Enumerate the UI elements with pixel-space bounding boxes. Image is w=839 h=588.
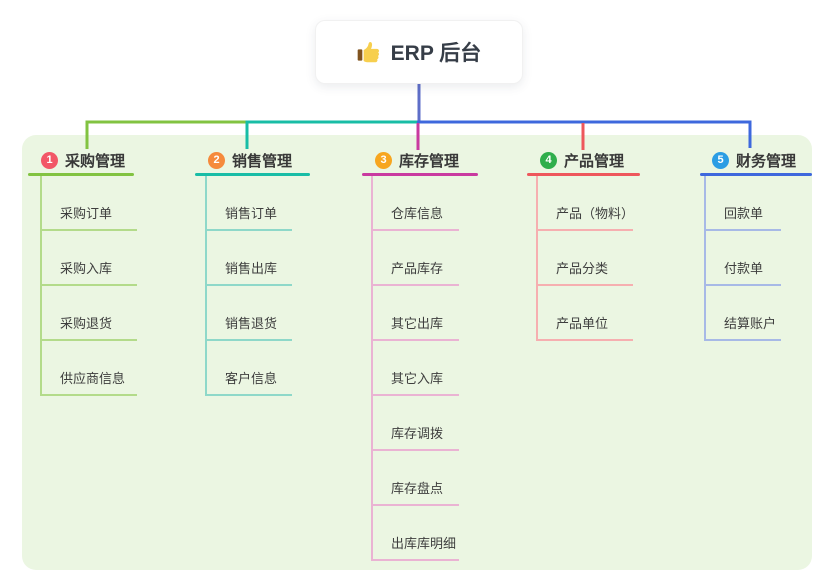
child-label: 采购入库 <box>60 261 113 276</box>
child-node[interactable]: 供应商信息 <box>42 341 137 396</box>
branch-inventory: 3 库存管理 仓库信息 产品库存 其它出库 其它入库 库存调拨 库存盘点 出库库… <box>362 147 478 561</box>
branch-number-badge: 3 <box>375 151 392 169</box>
branch-underline <box>195 173 310 176</box>
branch-products: 4 产品管理 产品（物料） 产品分类 产品单位 <box>527 147 640 341</box>
branch-purchase: 1 采购管理 采购订单 采购入库 采购退货 供应商信息 <box>28 147 137 396</box>
branch-label: 财务管理 <box>736 152 797 170</box>
child-node[interactable]: 付款单 <box>706 231 781 286</box>
branch-children: 回款单 付款单 结算账户 <box>704 176 781 341</box>
root-node[interactable]: ERP 后台 <box>315 20 523 84</box>
child-label: 其它入库 <box>391 371 444 386</box>
branch-number-badge: 2 <box>208 151 225 169</box>
branch-label: 库存管理 <box>399 152 460 170</box>
thumbs-up-icon <box>357 40 381 64</box>
child-label: 产品（物料） <box>556 206 635 221</box>
branch-sales: 2 销售管理 销售订单 销售出库 销售退货 客户信息 <box>195 147 310 396</box>
branch-underline <box>527 173 640 176</box>
child-node[interactable]: 采购退货 <box>42 286 137 341</box>
branch-node[interactable]: 3 库存管理 <box>362 147 478 173</box>
child-node[interactable]: 出库库明细 <box>373 506 459 561</box>
child-node[interactable]: 销售退货 <box>207 286 292 341</box>
child-node[interactable]: 其它出库 <box>373 286 459 341</box>
child-node[interactable]: 产品（物料） <box>538 176 635 231</box>
branch-underline <box>28 173 134 176</box>
branch-children: 销售订单 销售出库 销售退货 客户信息 <box>205 176 292 396</box>
branch-children: 仓库信息 产品库存 其它出库 其它入库 库存调拨 库存盘点 出库库明细 <box>371 176 459 561</box>
branch-underline <box>362 173 478 176</box>
branch-number-badge: 4 <box>540 151 557 169</box>
child-node[interactable]: 销售订单 <box>207 176 292 231</box>
child-label: 库存调拨 <box>391 426 444 441</box>
child-label: 回款单 <box>724 206 764 221</box>
branch-label: 销售管理 <box>232 152 293 170</box>
child-label: 库存盘点 <box>391 481 444 496</box>
child-node[interactable]: 其它入库 <box>373 341 459 396</box>
branch-label: 采购管理 <box>65 152 126 170</box>
child-label: 采购退货 <box>60 316 113 331</box>
child-node[interactable]: 产品单位 <box>538 286 633 341</box>
branch-number-badge: 1 <box>41 151 58 169</box>
branch-node[interactable]: 1 采购管理 <box>28 147 134 173</box>
branch-finance: 5 财务管理 回款单 付款单 结算账户 <box>700 147 812 341</box>
child-label: 付款单 <box>724 261 764 276</box>
branch-children: 产品（物料） 产品分类 产品单位 <box>536 176 635 341</box>
child-label: 产品库存 <box>391 261 444 276</box>
child-label: 其它出库 <box>391 316 444 331</box>
child-node[interactable]: 回款单 <box>706 176 781 231</box>
child-node[interactable]: 库存调拨 <box>373 396 459 451</box>
branch-node[interactable]: 2 销售管理 <box>195 147 310 173</box>
branch-children: 采购订单 采购入库 采购退货 供应商信息 <box>40 176 137 396</box>
branch-node[interactable]: 4 产品管理 <box>527 147 640 173</box>
child-node[interactable]: 产品分类 <box>538 231 633 286</box>
child-label: 产品分类 <box>556 261 609 276</box>
child-label: 销售出库 <box>225 261 278 276</box>
child-label: 结算账户 <box>724 316 777 331</box>
child-node[interactable]: 产品库存 <box>373 231 459 286</box>
child-node[interactable]: 仓库信息 <box>373 176 459 231</box>
child-node[interactable]: 销售出库 <box>207 231 292 286</box>
child-node[interactable]: 客户信息 <box>207 341 292 396</box>
child-label: 产品单位 <box>556 316 609 331</box>
child-node[interactable]: 采购入库 <box>42 231 137 286</box>
child-label: 仓库信息 <box>391 206 444 221</box>
branches-background-panel <box>22 135 812 570</box>
branch-node[interactable]: 5 财务管理 <box>700 147 812 173</box>
branch-underline <box>700 173 812 176</box>
child-label: 采购订单 <box>60 206 113 221</box>
child-label: 客户信息 <box>225 371 278 386</box>
child-label: 供应商信息 <box>60 371 126 386</box>
child-node[interactable]: 库存盘点 <box>373 451 459 506</box>
branch-number-badge: 5 <box>712 151 729 169</box>
child-node[interactable]: 采购订单 <box>42 176 137 231</box>
child-label: 出库库明细 <box>391 536 457 551</box>
child-label: 销售退货 <box>225 316 278 331</box>
branch-label: 产品管理 <box>564 152 625 170</box>
child-node[interactable]: 结算账户 <box>706 286 781 341</box>
child-label: 销售订单 <box>225 206 278 221</box>
root-label: ERP 后台 <box>390 42 482 65</box>
